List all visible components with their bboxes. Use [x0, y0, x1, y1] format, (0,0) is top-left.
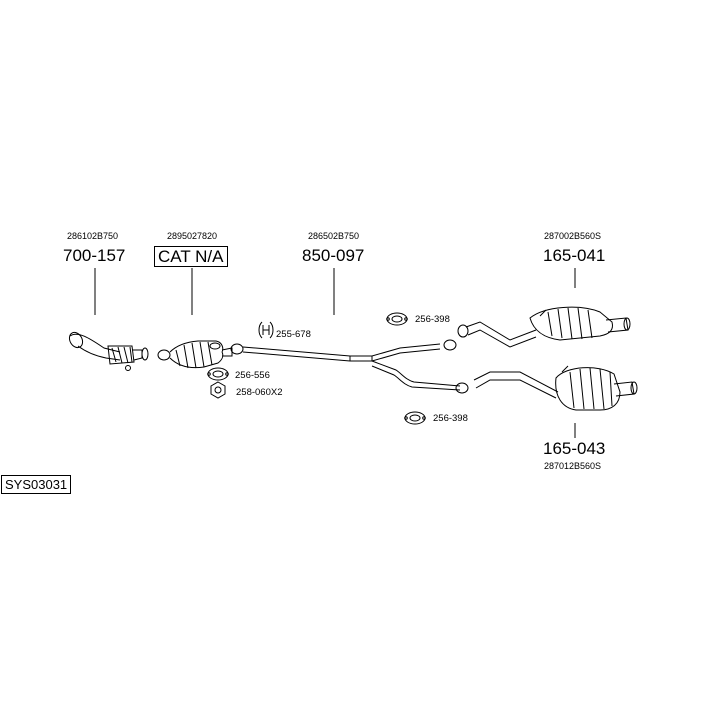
part-number-catalyst[interactable]: CAT N/A — [154, 246, 228, 267]
oem-center-pipe: 286502B750 — [308, 231, 360, 241]
oem-front-pipe: 286102B750 — [67, 231, 119, 241]
nut-shape — [210, 381, 226, 399]
fitting-gasket-cat[interactable]: 256-556 — [235, 370, 270, 381]
fitting-nut[interactable]: 258-060X2 — [236, 387, 283, 398]
rear-silencer-upper-shape — [457, 306, 631, 348]
front-pipe-shape — [68, 331, 149, 371]
part-number-center-pipe[interactable]: 850-097 — [302, 246, 365, 265]
oem-rear-silencer-upper: 287002B560S — [544, 231, 602, 241]
oem-rear-silencer-lower: 287012B560S — [544, 461, 602, 471]
center-pipe-shape — [230, 339, 469, 394]
system-id-label: SYS03031 — [1, 475, 72, 494]
fitting-gasket-lower[interactable]: 256-398 — [433, 413, 468, 424]
hanger-shape — [258, 321, 274, 339]
gasket-upper-shape — [386, 312, 408, 326]
part-number-rear-silencer-lower[interactable]: 165-043 — [543, 439, 606, 458]
rear-silencer-lower-shape — [473, 365, 638, 411]
catalyst-shape — [157, 340, 233, 369]
fitting-hanger[interactable]: 255-678 — [276, 329, 311, 340]
part-number-front-pipe[interactable]: 700-157 — [63, 246, 126, 265]
part-number-rear-silencer-upper[interactable]: 165-041 — [543, 246, 606, 265]
gasket-cat-shape — [207, 367, 229, 381]
fitting-gasket-upper[interactable]: 256-398 — [415, 314, 450, 325]
gasket-lower-shape — [404, 411, 426, 425]
oem-catalyst: 2895027820 — [167, 231, 218, 241]
